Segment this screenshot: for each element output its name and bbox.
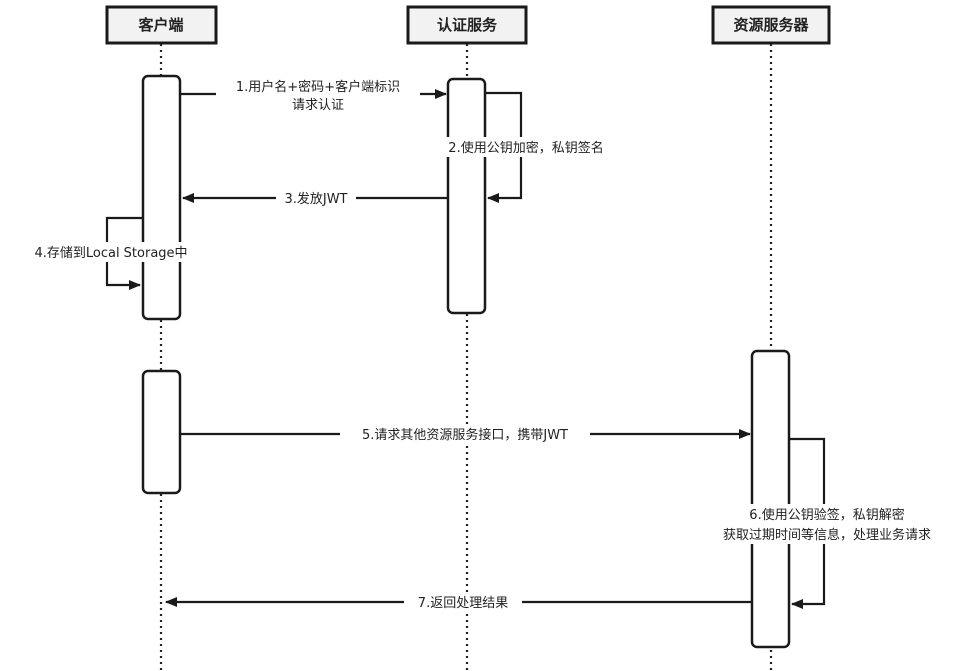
message-6-label-line2: 获取过期时间等信息，处理业务请求 xyxy=(723,527,931,543)
activation-client-2 xyxy=(141,369,182,495)
message-6: 6.使用公钥验签，私钥解密 获取过期时间等信息，处理业务请求 xyxy=(696,437,958,609)
message-2: 2.使用公钥加密，私钥签名 xyxy=(424,91,628,203)
message-1-label-line2: 请求认证 xyxy=(292,98,344,113)
message-7: 7.返回处理结果 xyxy=(165,593,751,611)
message-3-label: 3.发放JWT xyxy=(284,191,347,207)
message-6-label-line1: 6.使用公钥验签，私钥解密 xyxy=(749,507,904,523)
message-5-label: 5.请求其他资源服务接口，携带JWT xyxy=(362,427,568,443)
actor-label-resource: 资源服务器 xyxy=(733,16,809,34)
message-4: 4.存储到Local Storage中 xyxy=(18,216,204,290)
message-1: 1.用户名+密码+客户端标识 请求认证 xyxy=(181,76,447,116)
activation-resource xyxy=(750,349,791,649)
actor-resource: 资源服务器 xyxy=(711,5,831,45)
activation-auth xyxy=(446,77,487,315)
actor-label-client: 客户端 xyxy=(137,16,183,34)
message-5: 5.请求其他资源服务接口，携带JWT xyxy=(181,425,751,443)
message-4-label: 4.存储到Local Storage中 xyxy=(34,246,187,261)
activation-client-1 xyxy=(141,74,182,321)
message-1-label-line1: 1.用户名+密码+客户端标识 xyxy=(236,79,400,95)
actor-auth: 认证服务 xyxy=(406,5,528,45)
actor-label-auth: 认证服务 xyxy=(437,16,498,34)
message-3: 3.发放JWT xyxy=(182,189,447,207)
actor-client: 客户端 xyxy=(105,5,218,45)
message-2-label: 2.使用公钥加密，私钥签名 xyxy=(448,140,603,156)
message-7-label: 7.返回处理结果 xyxy=(418,596,508,611)
